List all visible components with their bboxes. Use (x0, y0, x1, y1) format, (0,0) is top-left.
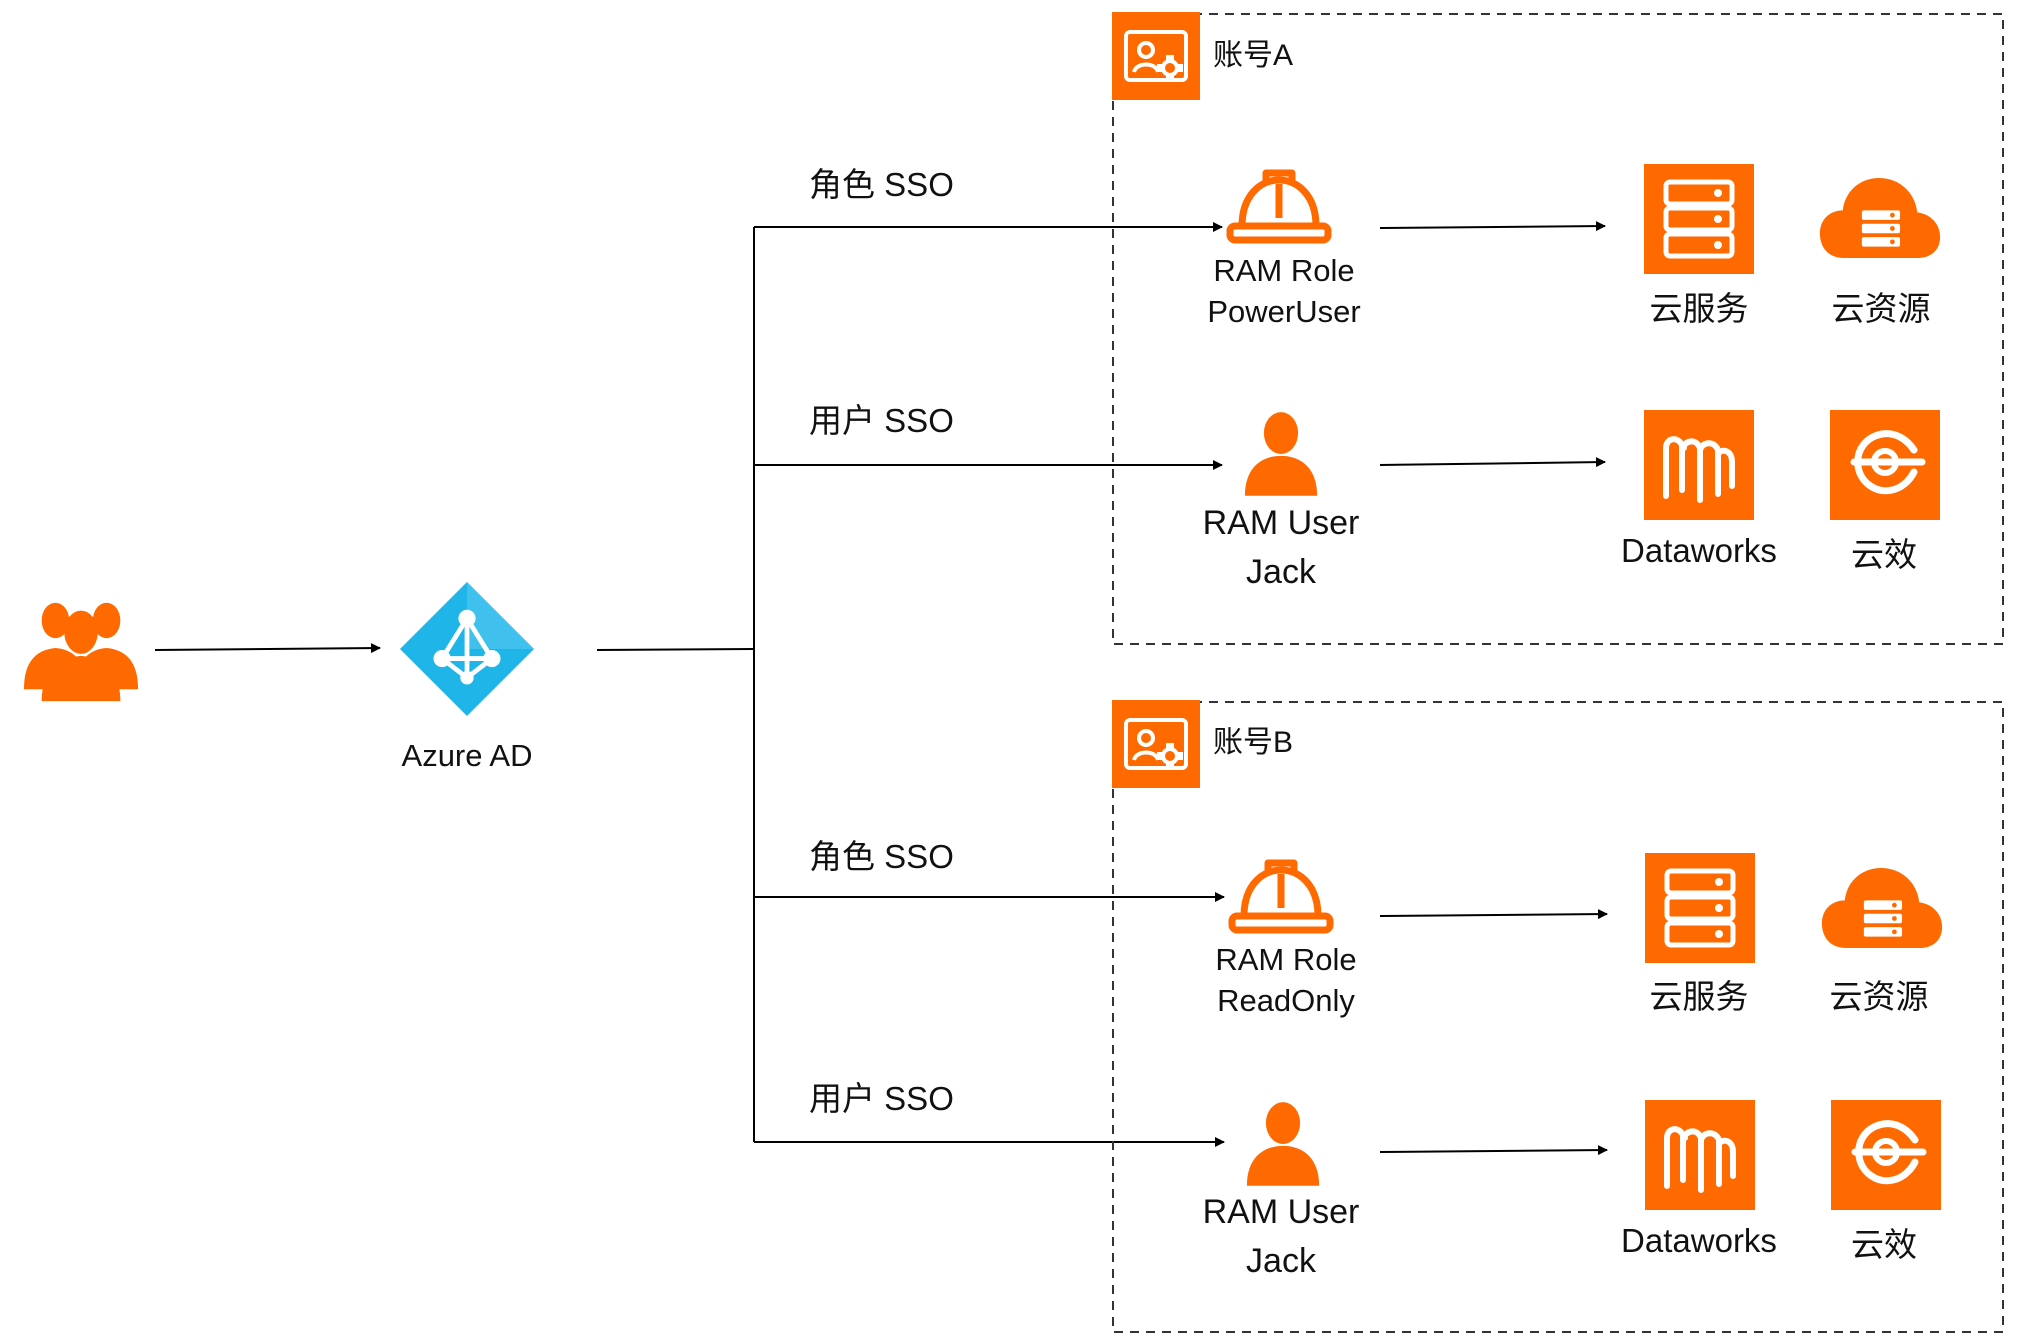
ram-role-hardhat-icon (1232, 863, 1330, 930)
dataworks-icon (1644, 410, 1754, 520)
account-b-user-principal-line1: RAM User (1203, 1193, 1360, 1231)
account-b-yunxiao-label: 云效 (1851, 1226, 1917, 1263)
ram-user-icon (1244, 412, 1318, 496)
account-b-role-to-resources-arrow (1379, 909, 1608, 920)
dataworks-icon (1645, 1100, 1755, 1210)
source-users (23, 602, 139, 702)
account-a-role-principal-line2: PowerUser (1207, 294, 1360, 329)
account-b-role-principal-line2: ReadOnly (1217, 983, 1355, 1018)
account-management-icon (1112, 700, 1200, 788)
azure-ad-icon (400, 582, 534, 716)
account-a-boundary (1112, 13, 2004, 645)
account-b-cloud-resource-label: 云资源 (1830, 978, 1929, 1015)
account-a-role-principal-line1: RAM Role (1213, 253, 1354, 288)
yunxiao-icon (1831, 1100, 1941, 1210)
connectors (154, 221, 1608, 1156)
users-group-icon (23, 602, 139, 702)
account-a-yunxiao-label: 云效 (1851, 536, 1917, 573)
account-a-title: 账号A (1213, 39, 1293, 72)
account-b-role-principal-line1: RAM Role (1215, 942, 1356, 977)
cloud-service-server-icon (1644, 164, 1754, 274)
account-b-user-sso-label: 用户 SSO (809, 1080, 954, 1117)
account-management-icon (1112, 12, 1200, 100)
cloud-resource-icon (1821, 867, 1943, 949)
account-a-user-to-resources-arrow (1379, 457, 1606, 468)
account-a-cloud-service-label: 云服务 (1650, 290, 1749, 327)
yunxiao-icon (1830, 410, 1940, 520)
ram-user-icon (1246, 1102, 1320, 1186)
account-a-dataworks-label: Dataworks (1621, 532, 1777, 569)
account-b-user-to-resources-arrow (1379, 1145, 1608, 1156)
cloud-resource-icon (1819, 177, 1941, 259)
account-b-role-sso-label: 角色 SSO (809, 838, 954, 875)
cloud-service-server-icon (1645, 853, 1755, 963)
account-b-user-principal-line2: Jack (1246, 1242, 1317, 1280)
azure-to-trunk-line (596, 648, 755, 651)
ram-role-hardhat-icon (1230, 173, 1328, 240)
account-b-cloud-service-label: 云服务 (1650, 978, 1749, 1015)
account-b-title: 账号B (1213, 726, 1293, 759)
users-to-azure-arrow (154, 643, 381, 654)
account-a: 账号A 角色 SSO RAM Role PowerUser 云服务 云资源 用户… (809, 12, 2004, 645)
identity-provider: Azure AD (400, 582, 534, 773)
account-a-role-sso-label: 角色 SSO (809, 166, 954, 203)
account-a-user-principal-line2: Jack (1246, 553, 1317, 591)
account-a-role-to-resources-arrow (1379, 221, 1606, 232)
account-a-cloud-resource-label: 云资源 (1832, 290, 1931, 327)
account-a-user-principal-line1: RAM User (1203, 504, 1360, 542)
identity-provider-label: Azure AD (402, 738, 533, 773)
account-b: 账号B 角色 SSO RAM Role ReadOnly 云服务 云资源 用户 … (809, 700, 2004, 1333)
account-a-user-sso-label: 用户 SSO (809, 402, 954, 439)
account-b-dataworks-label: Dataworks (1621, 1222, 1777, 1259)
account-b-boundary (1112, 701, 2004, 1333)
